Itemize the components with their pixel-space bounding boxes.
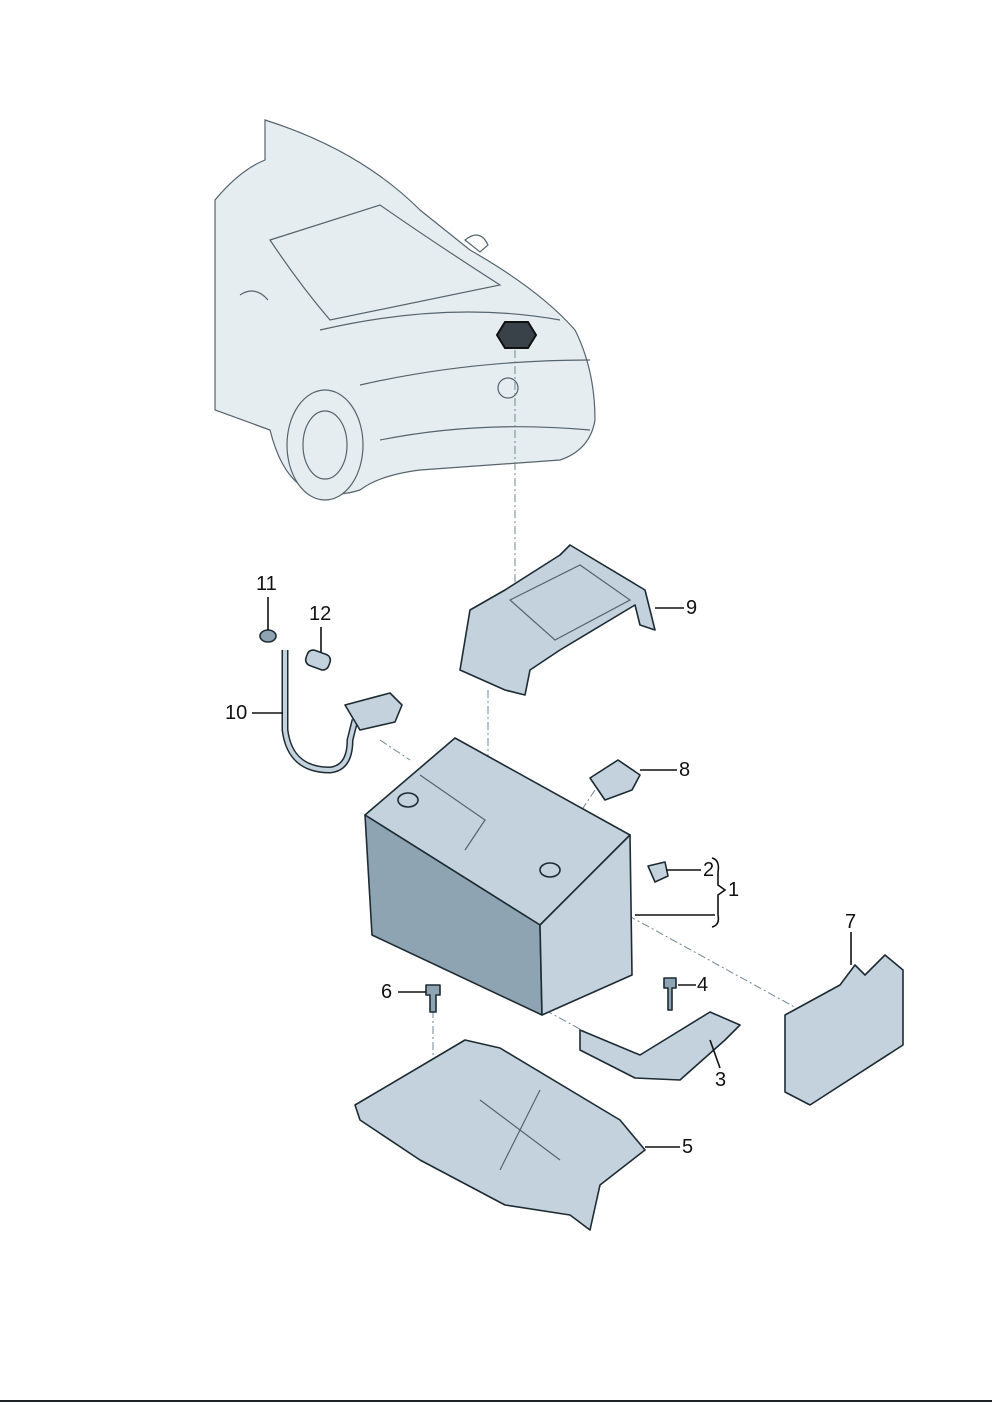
part-6-bolt — [425, 984, 441, 1013]
callout-10: 10 — [225, 702, 248, 724]
callout-5: 5 — [682, 1136, 694, 1158]
callout-4: 4 — [697, 974, 709, 996]
callout-11: 11 — [256, 573, 277, 595]
part-8-terminal-clamp — [589, 759, 641, 801]
battery-location-marker — [495, 321, 538, 349]
callout-2: 2 — [703, 859, 715, 881]
part-2-plug — [647, 861, 669, 883]
callout-7: 7 — [845, 911, 857, 933]
callout-3: 3 — [715, 1069, 727, 1091]
callout-8: 8 — [679, 759, 691, 781]
vehicle-illustration — [214, 119, 596, 501]
part-12-bolt — [304, 649, 332, 671]
bottom-rule — [0, 1400, 992, 1402]
part-9-battery-bracket — [459, 544, 656, 696]
part-4-bolt — [663, 977, 677, 1011]
callout-12: 12 — [309, 603, 332, 625]
part-1-battery — [364, 737, 633, 1016]
callout-1: 1 — [728, 879, 740, 901]
part-5-battery-tray — [354, 1039, 646, 1231]
part-11-nut — [259, 629, 277, 643]
callout-9: 9 — [686, 597, 698, 619]
part-7-cover — [784, 954, 904, 1106]
part-3-holder — [579, 1011, 741, 1081]
callout-6: 6 — [381, 981, 393, 1003]
